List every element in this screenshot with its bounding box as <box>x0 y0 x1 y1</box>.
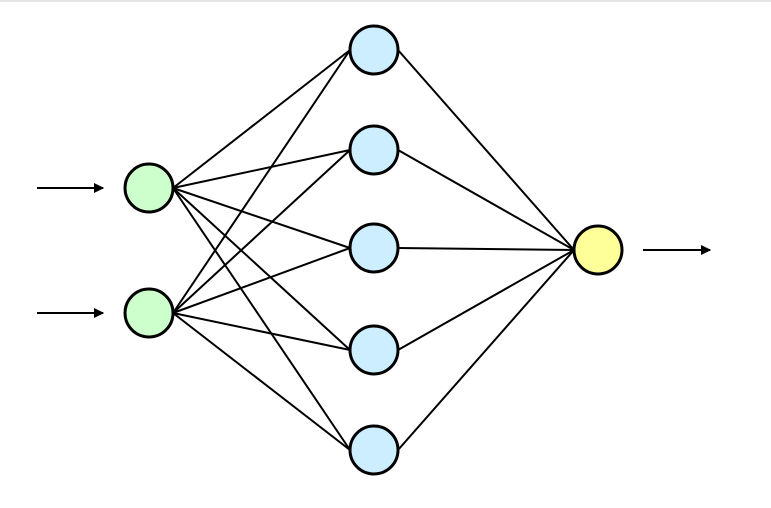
hidden-node-4 <box>348 324 400 376</box>
top-border <box>0 0 771 2</box>
output-node-1 <box>572 224 624 276</box>
edge-input-2-to-hidden-5 <box>172 312 351 451</box>
edge-input-1-to-hidden-2 <box>172 149 351 189</box>
edge-hidden-3-to-output-1 <box>397 247 575 251</box>
edge-input-2-to-hidden-1 <box>172 49 351 314</box>
connections <box>172 49 575 451</box>
edge-hidden-4-to-output-1 <box>397 249 575 351</box>
hidden-node-1 <box>348 24 400 76</box>
hidden-node-3 <box>348 222 400 274</box>
input-node-2 <box>123 287 175 339</box>
nodes <box>123 24 624 476</box>
edge-input-2-to-hidden-2 <box>172 149 351 314</box>
io-arrows <box>37 188 710 313</box>
edge-hidden-1-to-output-1 <box>397 49 575 251</box>
edge-input-1-to-hidden-5 <box>172 187 351 451</box>
edge-hidden-2-to-output-1 <box>397 149 575 251</box>
input-node-1 <box>123 162 175 214</box>
edge-input-1-to-hidden-4 <box>172 187 351 351</box>
hidden-node-2 <box>348 124 400 176</box>
edge-input-2-to-hidden-4 <box>172 312 351 351</box>
edge-input-2-to-hidden-3 <box>172 247 351 314</box>
edge-input-1-to-hidden-1 <box>172 49 351 189</box>
edge-hidden-5-to-output-1 <box>397 249 575 451</box>
hidden-node-5 <box>348 424 400 476</box>
edge-input-1-to-hidden-3 <box>172 187 351 249</box>
